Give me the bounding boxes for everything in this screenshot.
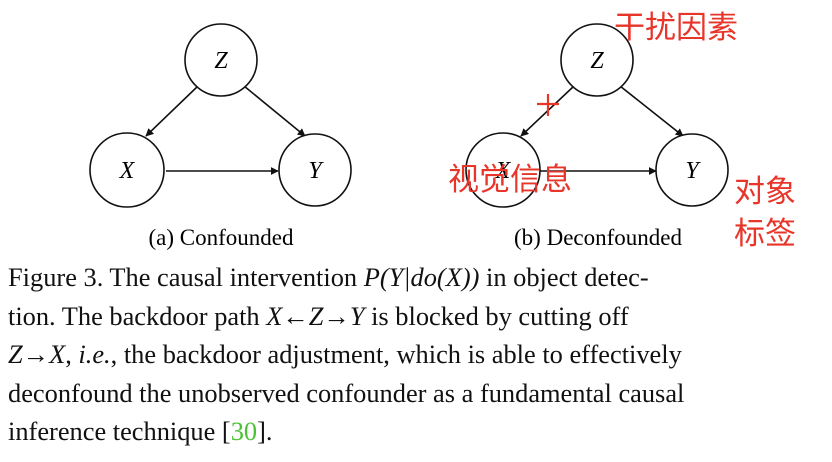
edge-z-to-y <box>619 85 684 137</box>
edge-z-to-x <box>145 85 199 137</box>
node-y: Y <box>278 133 352 207</box>
annotation-visual-info: 视觉信息 <box>448 162 572 198</box>
node-z-label: Z <box>590 48 604 74</box>
caption-text: is blocked by cutting off <box>364 300 629 331</box>
causal-diagram-figure: Z X Y (a) Confounded Z X Y <box>89 10 796 252</box>
caption-math-expression: Z→X <box>8 339 66 369</box>
diagram-deconfounded: Z X Y (b) Deconfounded <box>465 23 729 250</box>
node-x: X <box>465 132 541 208</box>
caption-text: , the backdoor adjustment, which is able… <box>110 339 682 369</box>
node-z: Z <box>560 23 634 97</box>
caption-text: in object detec- <box>479 262 649 292</box>
cut-mark-icon <box>537 94 559 116</box>
caption-line-1: Figure 3. The causal intervention P(Y|do… <box>8 258 820 297</box>
caption-line-4: deconfound the unobserved confounder as … <box>8 377 685 408</box>
annotation-object-label-line2: 标签 <box>734 216 796 252</box>
annotation-object-label-line1: 对象 <box>734 174 796 210</box>
node-z: Z <box>184 23 258 97</box>
caption-confounded: (a) Confounded <box>149 225 294 250</box>
node-x-label: X <box>119 158 136 184</box>
caption-text: Figure 3. The causal intervention <box>8 262 364 292</box>
caption-text: inference technique [ <box>8 416 231 446</box>
caption-line-2: tion. The backdoor path X←Z→Y is blocked… <box>8 297 820 336</box>
node-x: X <box>89 132 165 208</box>
caption-line-5: inference technique [30]. <box>8 412 820 451</box>
figure-caption: Figure 3. The causal intervention P(Y|do… <box>8 258 820 451</box>
caption-text: ]. <box>257 416 273 446</box>
caption-line-3: Z→X, i.e., the backdoor adjustment, whic… <box>8 335 820 374</box>
caption-math-expression: X←Z→Y <box>266 300 365 331</box>
citation-link[interactable]: 30 <box>230 416 258 446</box>
caption-ie: i.e. <box>78 339 111 369</box>
diagram-confounded: Z X Y (a) Confounded <box>89 23 352 250</box>
node-y-label: Y <box>308 158 324 184</box>
caption-math-expression: P(Y|do(X)) <box>363 262 480 292</box>
node-z-label: Z <box>214 48 228 74</box>
node-y-label: Y <box>685 158 701 184</box>
caption-deconfounded: (b) Deconfounded <box>514 225 682 250</box>
annotation-confounder: 干扰因素 <box>614 10 738 46</box>
node-y: Y <box>655 133 729 207</box>
caption-text: tion. The backdoor path <box>8 300 267 331</box>
caption-text: , <box>65 339 79 369</box>
edge-z-to-y <box>243 85 306 137</box>
node-x-label: X <box>495 158 512 184</box>
